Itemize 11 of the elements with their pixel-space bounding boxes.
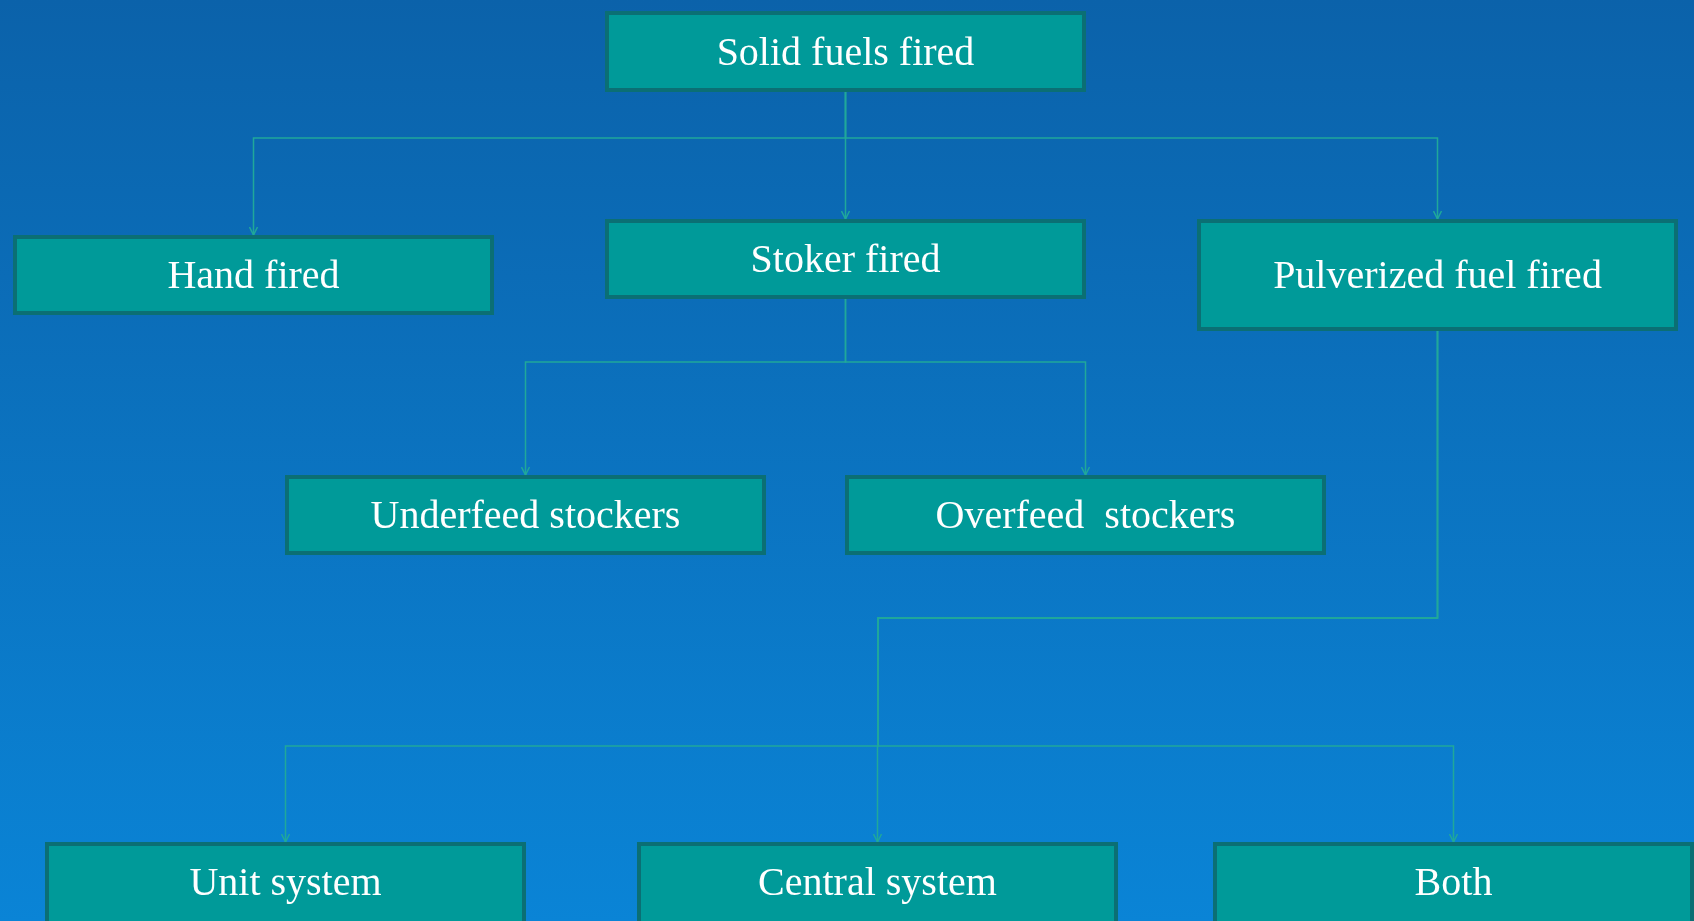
process-box: Central system <box>637 842 1118 921</box>
process-box: Unit system <box>45 842 526 921</box>
process-box: Underfeed stockers <box>285 475 766 555</box>
process-box: Stoker fired <box>605 219 1086 299</box>
process-box: Overfeed stockers <box>845 475 1326 555</box>
process-box: Solid fuels fired <box>605 11 1086 92</box>
process-box: Pulverized fuel fired <box>1197 219 1678 331</box>
arrow <box>844 91 1443 220</box>
arrow <box>844 298 1091 476</box>
process-box: Both <box>1213 842 1694 921</box>
process-box: Hand fired <box>13 235 494 315</box>
